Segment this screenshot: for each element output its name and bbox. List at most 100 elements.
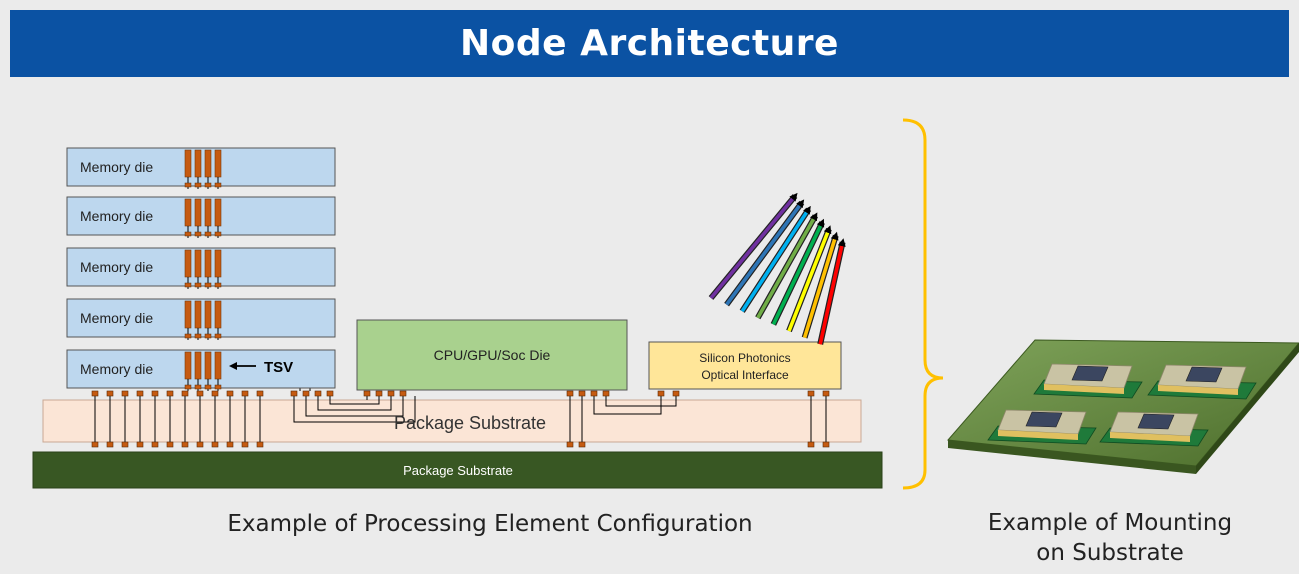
micro-bump	[194, 384, 202, 390]
solder-bump	[256, 390, 264, 397]
solder-bump	[807, 441, 815, 448]
solder-bump	[241, 390, 249, 397]
tsv-via	[184, 351, 192, 380]
tsv-via	[194, 300, 202, 329]
solder-bump	[241, 441, 249, 448]
micro-bump	[204, 182, 212, 188]
solder-bump	[578, 441, 586, 448]
tsv-via	[184, 300, 192, 329]
solder-bump	[822, 441, 830, 448]
memory-die-label: Memory die	[80, 159, 153, 175]
grouping-bracket	[902, 118, 944, 490]
tsv-via	[214, 198, 222, 227]
optical-beams	[708, 192, 846, 345]
tsv-via	[194, 249, 202, 278]
tsv-via	[184, 149, 192, 178]
photonics-label-line2: Optical Interface	[701, 368, 789, 382]
micro-bump	[184, 384, 192, 390]
chip-module	[1099, 411, 1209, 447]
solder-bump	[211, 441, 219, 448]
tsv-via	[204, 198, 212, 227]
tsv-via	[204, 300, 212, 329]
solder-bumps	[91, 390, 830, 448]
micro-bump	[194, 282, 202, 288]
micro-bump	[184, 282, 192, 288]
optical-beam	[739, 205, 812, 313]
chip-module	[1033, 363, 1143, 399]
solder-bump	[166, 441, 174, 448]
solder-bump	[151, 390, 159, 397]
optical-beam	[724, 199, 805, 307]
solder-bump	[151, 441, 159, 448]
tsv-via	[194, 198, 202, 227]
caption-mounting-line1: Example of Mounting	[987, 510, 1233, 536]
memory-die-label: Memory die	[80, 259, 153, 275]
optical-beam	[755, 212, 819, 320]
memory-die: Memory die	[66, 196, 336, 238]
micro-bump	[204, 333, 212, 339]
solder-bump	[106, 441, 114, 448]
solder-bump	[290, 390, 298, 397]
solder-bump	[602, 390, 610, 397]
title-bar: Node Architecture	[10, 10, 1289, 77]
memory-die: Memory die	[66, 147, 336, 189]
tsv-via	[194, 351, 202, 380]
micro-bump	[214, 182, 222, 188]
solder-bump	[226, 441, 234, 448]
tsv-label: TSV	[264, 359, 293, 376]
solder-bump	[566, 390, 574, 397]
solder-bump	[121, 441, 129, 448]
chip-module	[987, 409, 1097, 445]
micro-bump	[204, 282, 212, 288]
solder-bump	[822, 390, 830, 397]
optical-beam	[801, 231, 839, 339]
solder-bump	[578, 390, 586, 397]
page-title: Node Architecture	[460, 23, 839, 64]
solder-bump	[590, 390, 598, 397]
micro-bump	[204, 231, 212, 237]
solder-bump	[314, 390, 322, 397]
solder-bump	[326, 390, 334, 397]
tsv-via	[214, 249, 222, 278]
micro-bump	[214, 384, 222, 390]
memory-die: Memory die	[66, 349, 336, 391]
package-substrate-upper	[42, 399, 862, 443]
micro-bump	[184, 182, 192, 188]
package-substrate-upper-label: Package Substrate	[394, 413, 546, 433]
silicon-photonics-interface	[648, 341, 842, 390]
memory-die-label: Memory die	[80, 208, 153, 224]
solder-bump	[399, 390, 407, 397]
optical-beam	[817, 238, 846, 345]
tsv-via	[214, 300, 222, 329]
solder-bump	[807, 390, 815, 397]
package-substrate-lower-label: Package Substrate	[403, 463, 513, 478]
substrate-mounting-illustration	[946, 339, 1299, 474]
memory-die-label: Memory die	[80, 310, 153, 326]
micro-bump	[194, 231, 202, 237]
tsv-via	[204, 149, 212, 178]
solder-bump	[91, 441, 99, 448]
cpu-gpu-soc-die	[356, 319, 628, 391]
optical-beam	[708, 192, 798, 300]
solder-bump	[181, 390, 189, 397]
solder-bump	[181, 441, 189, 448]
tsv-via	[204, 249, 212, 278]
chip-module	[1147, 364, 1257, 400]
micro-bump	[214, 333, 222, 339]
cpu-die-label: CPU/GPU/Soc Die	[434, 347, 551, 363]
caption-processing-element: Example of Processing Element Configurat…	[227, 511, 753, 537]
tsv-via	[194, 149, 202, 178]
caption-mounting-line2: on Substrate	[1036, 540, 1184, 566]
tsv-via	[204, 351, 212, 380]
solder-bump	[121, 390, 129, 397]
micro-bump	[194, 182, 202, 188]
solder-bump	[672, 390, 680, 397]
solder-bump	[566, 441, 574, 448]
solder-bump	[363, 390, 371, 397]
solder-bump	[226, 390, 234, 397]
tsv-via	[184, 249, 192, 278]
solder-bump	[196, 390, 204, 397]
solder-bump	[136, 441, 144, 448]
